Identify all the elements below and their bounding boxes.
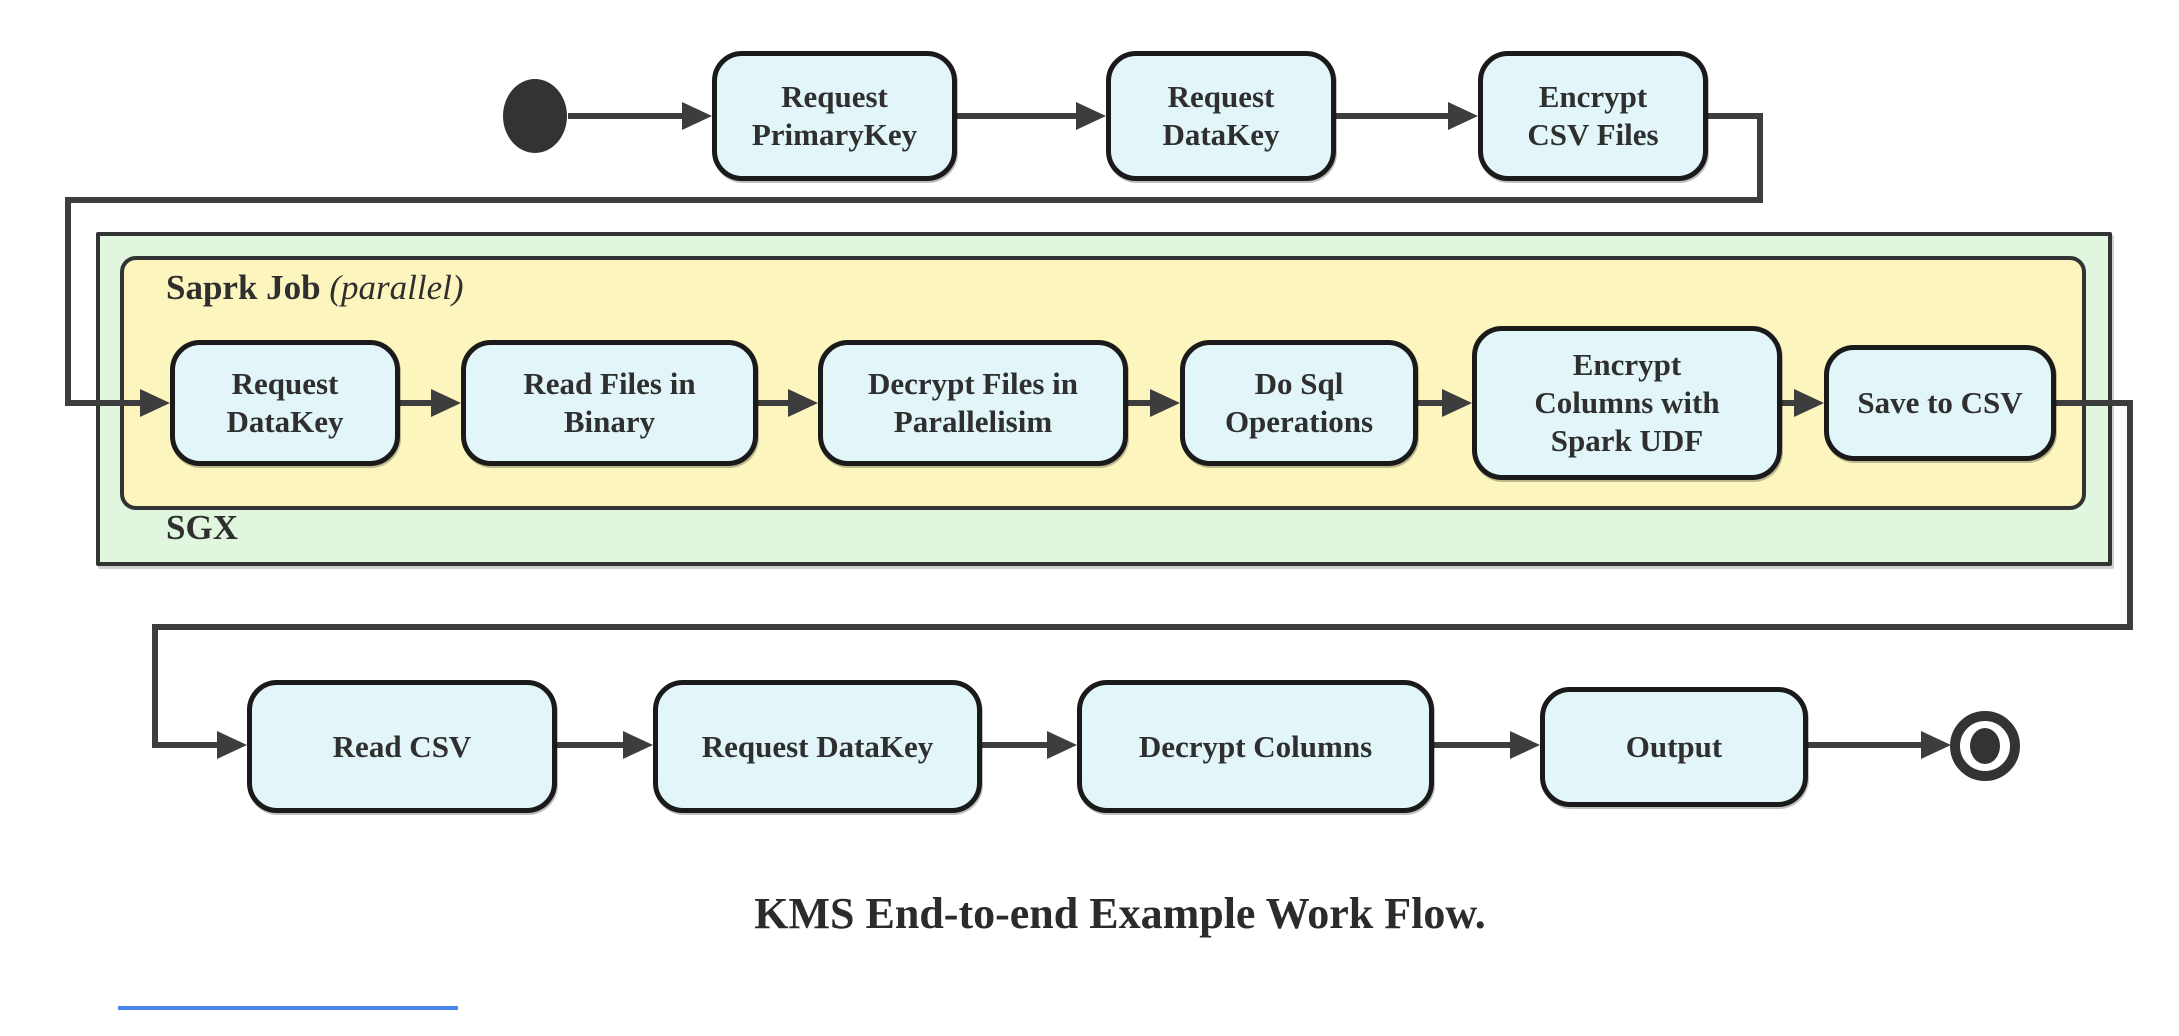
node-read-files-binary: Read Files in Binary	[461, 340, 758, 466]
spark-job-title-italic: (parallel)	[329, 268, 464, 307]
node-decrypt-files-parallelism: Decrypt Files in Parallelisim	[818, 340, 1128, 466]
spark-job-title: Saprk Job (parallel)	[166, 268, 464, 308]
accent-line	[118, 1006, 458, 1010]
spark-job-title-bold: Saprk Job	[166, 268, 321, 307]
node-decrypt-columns: Decrypt Columns	[1077, 680, 1434, 813]
diagram-caption: KMS End-to-end Example Work Flow.	[754, 889, 1486, 938]
node-request-datakey-bottom: Request DataKey	[653, 680, 982, 813]
node-request-datakey-top: Request DataKey	[1106, 51, 1336, 181]
node-encrypt-csv-files: Encrypt CSV Files	[1478, 51, 1708, 181]
end-node-icon	[1950, 711, 2020, 781]
start-node-icon	[503, 79, 567, 153]
node-read-csv: Read CSV	[247, 680, 557, 813]
node-sgx-request-datakey: Request DataKey	[170, 340, 400, 466]
node-save-to-csv: Save to CSV	[1824, 345, 2056, 461]
node-request-primarykey: Request PrimaryKey	[712, 51, 957, 181]
node-encrypt-columns-spark-udf: Encrypt Columns with Spark UDF	[1472, 326, 1782, 480]
node-output: Output	[1540, 687, 1808, 807]
node-do-sql-operations: Do Sql Operations	[1180, 340, 1418, 466]
sgx-label: SGX	[166, 508, 238, 547]
